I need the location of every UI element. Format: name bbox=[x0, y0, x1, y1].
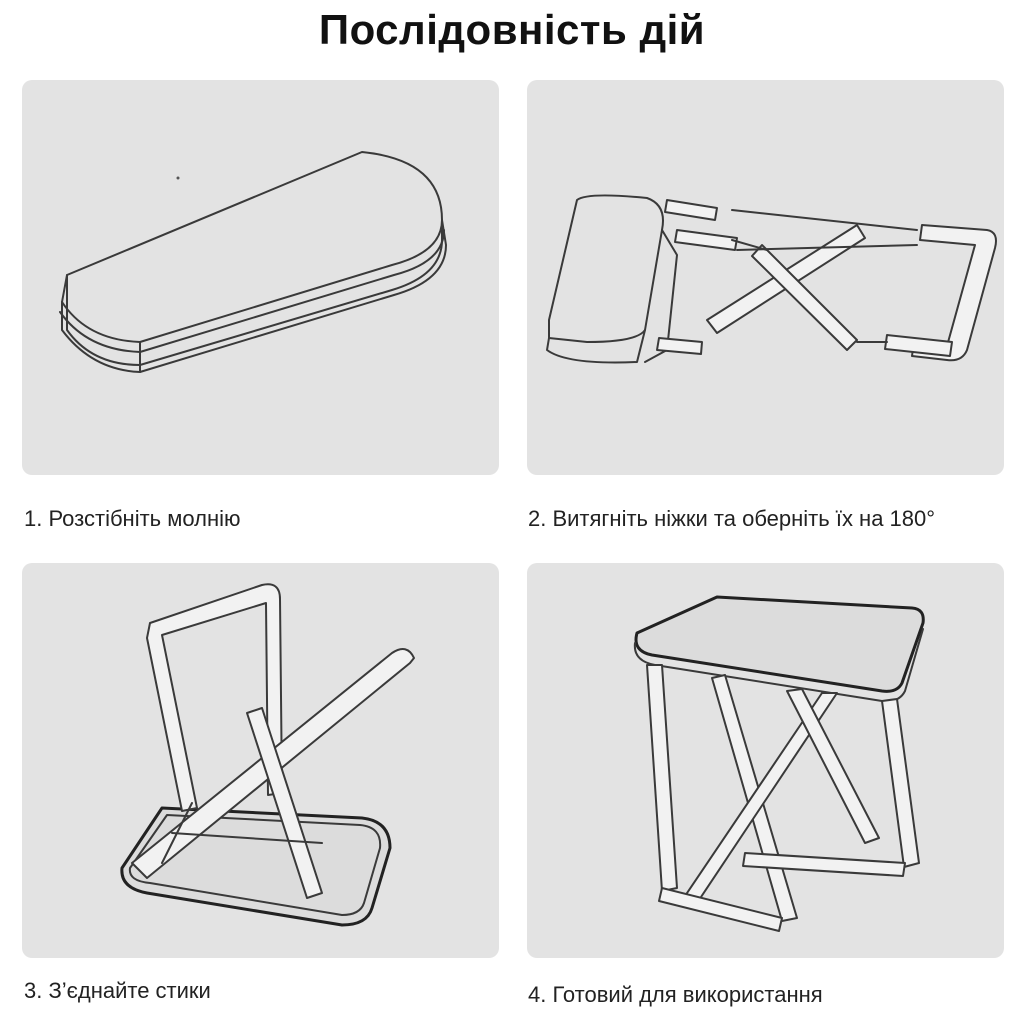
unfolding-legs-icon bbox=[546, 194, 997, 364]
assembled-stool-icon bbox=[633, 595, 925, 932]
step-4-caption: 4. Готовий для використання bbox=[528, 982, 823, 1007]
folded-case-icon bbox=[59, 151, 447, 373]
step-4-panel bbox=[527, 563, 1004, 958]
step-1-caption: 1. Розстібніть молнію bbox=[24, 506, 241, 531]
step-1-panel bbox=[22, 80, 499, 475]
step-2-caption: 2. Витягніть ніжки та оберніть їх на 180… bbox=[528, 506, 936, 531]
page-title: Послідовність дій bbox=[318, 6, 706, 53]
step-2-panel bbox=[527, 80, 1004, 475]
connecting-frame-icon bbox=[120, 583, 415, 927]
step-3-panel bbox=[22, 563, 499, 958]
step-3-caption: 3. З’єднайте стики bbox=[24, 978, 211, 1003]
